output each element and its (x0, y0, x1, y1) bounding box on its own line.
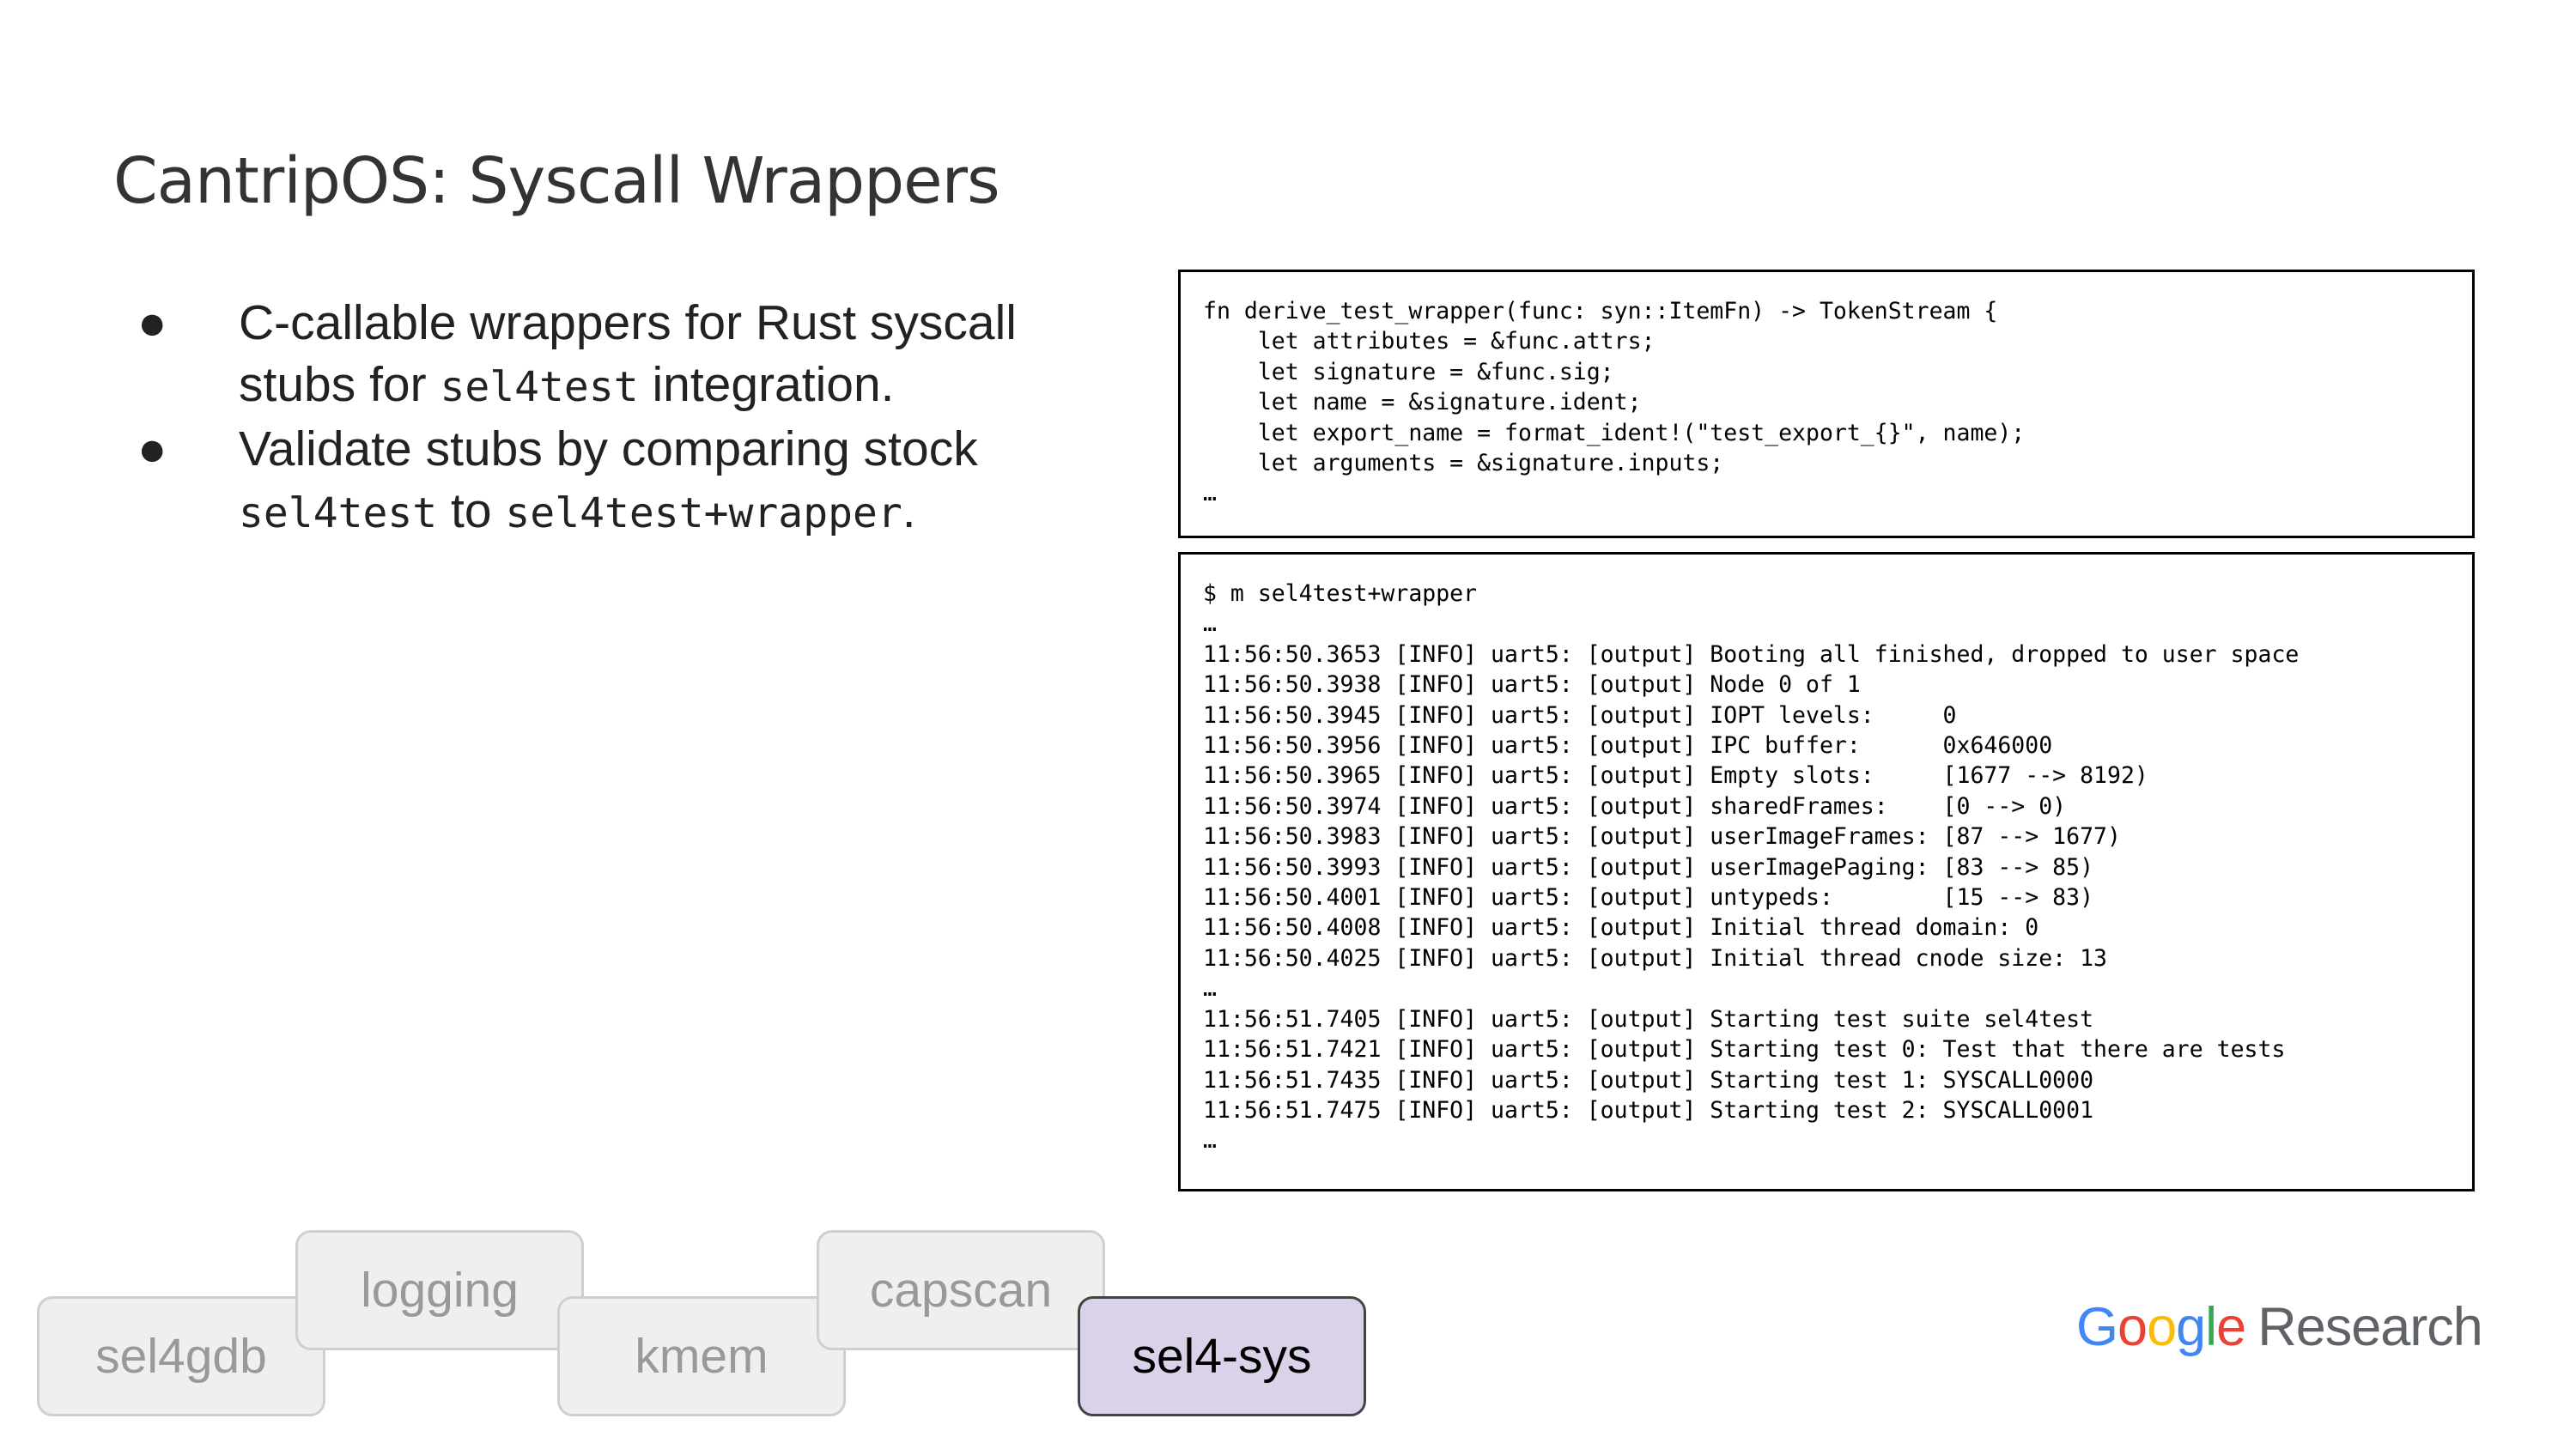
code-snippet: fn derive_test_wrapper(func: syn::ItemFn… (1203, 298, 2026, 507)
bullet-text: integration. (638, 357, 895, 412)
bullet-marker: ● (137, 295, 167, 350)
logo-letter: G (2076, 1297, 2118, 1357)
tag-kmem: kmem (557, 1296, 846, 1416)
logo-letter: l (2205, 1297, 2217, 1357)
inline-code: sel4test (440, 363, 639, 411)
slide-title: CantripOS: Syscall Wrappers (113, 144, 1000, 218)
logo-letter: g (2176, 1297, 2206, 1357)
tag-capscan: capscan (817, 1230, 1105, 1350)
inline-code: sel4test+wrapper (505, 489, 902, 537)
bullet-text: . (902, 483, 916, 538)
bullet-item: ● C-callable wrappers for Rust syscall st… (137, 292, 1116, 418)
tag-sel4-sys: sel4-sys (1078, 1296, 1366, 1416)
logo-letter: e (2216, 1297, 2246, 1357)
bullet-text: to (437, 483, 506, 538)
bullet-text: Validate stubs by comparing stock (239, 421, 978, 476)
inline-code: sel4test (239, 489, 438, 537)
bullet-text: C-callable wrappers for Rust syscall stu… (239, 295, 1017, 412)
code-snippet-box: fn derive_test_wrapper(func: syn::ItemFn… (1178, 270, 2475, 538)
logo-research-word: Research (2257, 1297, 2483, 1357)
bullet-list: ● C-callable wrappers for Rust syscall st… (137, 292, 1116, 544)
console-output-box: $ m sel4test+wrapper … 11:56:50.3653 [IN… (1178, 552, 2475, 1191)
tag-sel4gdb: sel4gdb (37, 1296, 325, 1416)
bullet-marker: ● (137, 421, 167, 476)
console-output: $ m sel4test+wrapper … 11:56:50.3653 [IN… (1203, 580, 2300, 1155)
bullet-item: ● Validate stubs by comparing stock sel4t… (137, 418, 1116, 544)
tag-logging: logging (295, 1230, 584, 1350)
logo-letter: o (2117, 1297, 2148, 1357)
logo-letter: o (2147, 1297, 2177, 1357)
